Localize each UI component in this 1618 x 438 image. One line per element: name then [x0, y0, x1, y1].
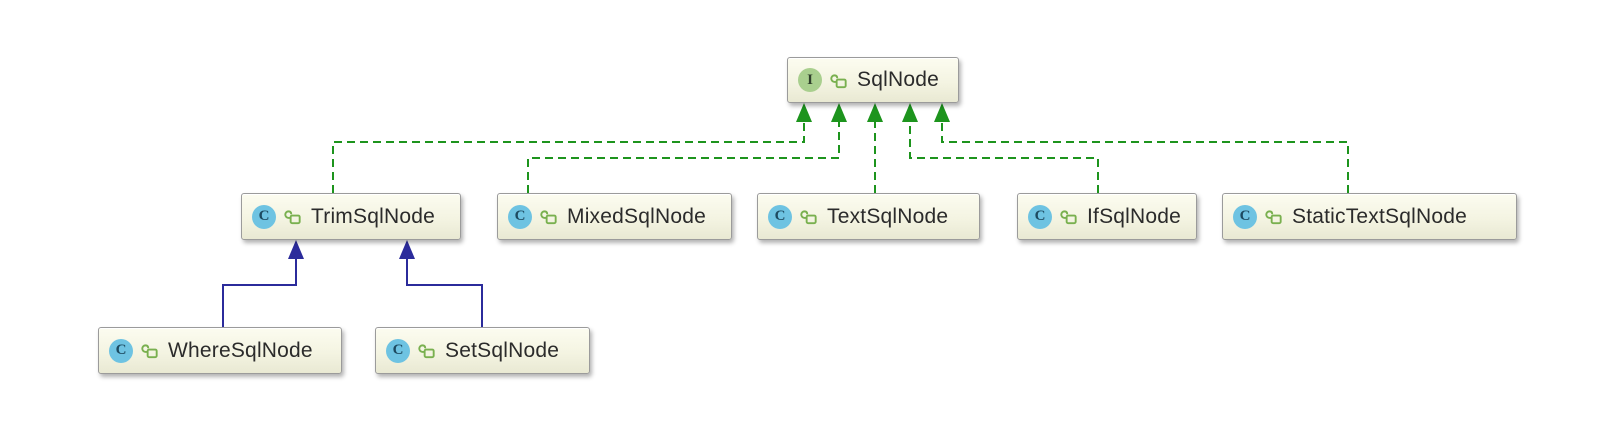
class-badge-letter: C	[1239, 208, 1251, 224]
open-lock-icon	[284, 207, 303, 226]
class-badge-letter: C	[514, 208, 526, 224]
class-badge-letter: C	[115, 342, 127, 358]
class-icon: C	[252, 204, 276, 229]
class-name-label: IfSqlNode	[1087, 204, 1182, 228]
class-node-ifsqlnode[interactable]: C IfSqlNode	[1017, 193, 1197, 240]
open-lock-icon	[830, 71, 849, 90]
edge-WhereSqlNode-to-TrimSqlNode	[222, 240, 304, 327]
class-node-statictextsqlnode[interactable]: C StaticTextSqlNode	[1222, 193, 1517, 240]
class-icon: C	[109, 338, 133, 363]
class-name-label: SqlNode	[857, 68, 939, 91]
open-lock-icon	[540, 207, 559, 226]
class-name-label: SetSqlNode	[445, 338, 560, 362]
class-node-mixedsqlnode[interactable]: C MixedSqlNode	[497, 193, 732, 240]
interface-icon: I	[798, 68, 822, 92]
class-icon: C	[386, 338, 410, 363]
open-lock-icon	[1265, 207, 1284, 226]
class-name-label: WhereSqlNode	[168, 338, 313, 362]
class-name-label: StaticTextSqlNode	[1292, 204, 1467, 228]
interface-badge-letter: I	[807, 71, 813, 88]
class-badge-letter: C	[1034, 208, 1046, 224]
interface-node-sqlnode[interactable]: I SqlNode	[787, 57, 959, 103]
open-lock-icon	[141, 341, 160, 360]
class-node-trimsqlnode[interactable]: C TrimSqlNode	[241, 193, 461, 240]
class-node-textsqlnode[interactable]: C TextSqlNode	[757, 193, 980, 240]
class-icon: C	[768, 204, 792, 229]
class-badge-letter: C	[392, 342, 404, 358]
class-name-label: MixedSqlNode	[567, 204, 706, 228]
edge-SetSqlNode-to-TrimSqlNode	[399, 240, 483, 327]
class-icon: C	[1233, 204, 1257, 229]
class-icon: C	[508, 204, 532, 229]
edge-MixedSqlNode-to-SqlNode	[527, 103, 847, 193]
open-lock-icon	[1060, 207, 1079, 226]
edge-IfSqlNode-to-SqlNode	[902, 103, 1099, 193]
edge-StaticTextSqlNode-to-SqlNode	[934, 103, 1349, 193]
edge-TextSqlNode-to-SqlNode	[867, 103, 883, 193]
class-node-wheresqlnode[interactable]: C WhereSqlNode	[98, 327, 342, 374]
edge-TrimSqlNode-to-SqlNode	[332, 103, 812, 193]
class-name-label: TextSqlNode	[827, 204, 949, 228]
class-badge-letter: C	[258, 208, 270, 224]
open-lock-icon	[800, 207, 819, 226]
open-lock-icon	[418, 341, 437, 360]
class-name-label: TrimSqlNode	[311, 204, 435, 228]
class-node-setsqlnode[interactable]: C SetSqlNode	[375, 327, 590, 374]
class-icon: C	[1028, 204, 1052, 229]
class-badge-letter: C	[774, 208, 786, 224]
